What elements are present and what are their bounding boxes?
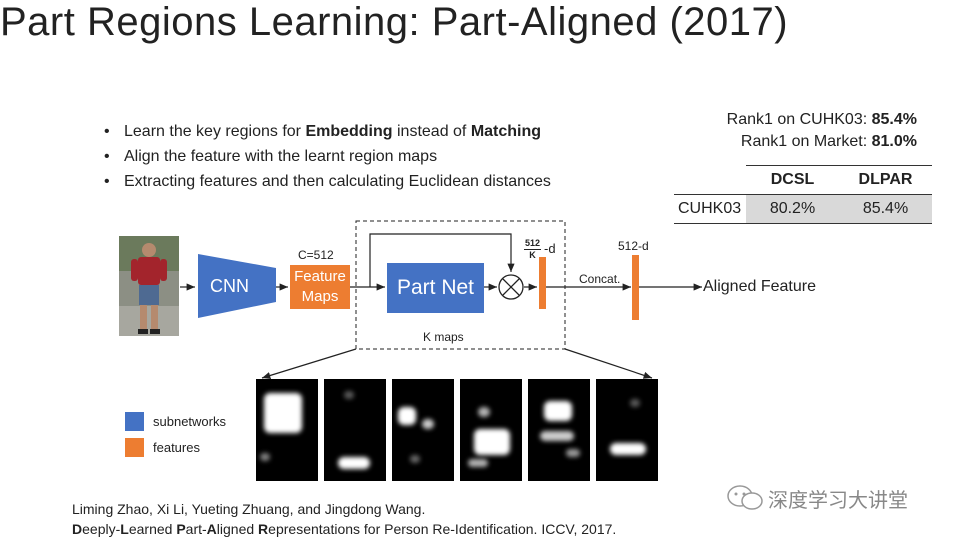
results-table: DCSL DLPAR CUHK03 80.2% 85.4% xyxy=(674,165,932,224)
region-map xyxy=(528,379,590,481)
rank-cuhk03: Rank1 on CUHK03: 85.4% xyxy=(726,111,917,128)
concat-label: Concat. xyxy=(579,272,621,286)
fraction-label: 512 K xyxy=(524,238,542,260)
fraction-suffix: -d xyxy=(544,241,556,256)
table-header-dcsl: DCSL xyxy=(746,165,839,195)
reference-authors: Liming Zhao, Xi Li, Yueting Zhuang, and … xyxy=(72,501,426,517)
dim-label: 512-d xyxy=(618,239,649,253)
legend-label-subnetworks: subnetworks xyxy=(153,414,226,429)
feature-maps-block: Feature Maps xyxy=(290,265,350,309)
aligned-feature-label: Aligned Feature xyxy=(703,278,816,295)
cnn-block xyxy=(198,254,276,318)
bullet-item: Learn the key regions for Embedding inst… xyxy=(104,121,551,146)
region-map xyxy=(256,379,318,481)
k-maps-label: K maps xyxy=(423,330,464,344)
table-cell-dcsl: 80.2% xyxy=(746,194,839,224)
feature-bar-partial xyxy=(539,257,546,309)
table-row-label: CUHK03 xyxy=(674,194,746,224)
reference-title: Deeply-Learned Part-Aligned Representati… xyxy=(72,521,617,537)
person-photo xyxy=(119,236,179,336)
feature-bar-concat xyxy=(632,255,639,320)
k-maps-box xyxy=(355,220,566,350)
table-header-dlpar: DLPAR xyxy=(839,165,932,195)
region-map xyxy=(596,379,658,481)
legend-label-features: features xyxy=(153,440,200,455)
rank-market: Rank1 on Market: 81.0% xyxy=(740,133,917,150)
bullet-item: Align the feature with the learnt region… xyxy=(104,146,551,171)
cnn-label: CNN xyxy=(210,276,249,296)
slide-title: Part Regions Learning: Part-Aligned (201… xyxy=(0,0,789,44)
channel-label: C=512 xyxy=(298,248,334,262)
table-cell-dlpar: 85.4% xyxy=(839,194,932,224)
bullet-list: Learn the key regions for Embedding inst… xyxy=(104,121,551,196)
part-net-block: Part Net xyxy=(387,263,484,313)
legend-swatch-subnetworks xyxy=(125,412,144,431)
region-map xyxy=(324,379,386,481)
region-map xyxy=(392,379,454,481)
wechat-logo-icon xyxy=(727,485,763,510)
bullet-item: Extracting features and then calculating… xyxy=(104,171,551,196)
table-header-empty xyxy=(674,165,746,195)
watermark-text: 深度学习大讲堂 xyxy=(768,490,908,512)
legend-swatch-features xyxy=(125,438,144,457)
region-map xyxy=(460,379,522,481)
